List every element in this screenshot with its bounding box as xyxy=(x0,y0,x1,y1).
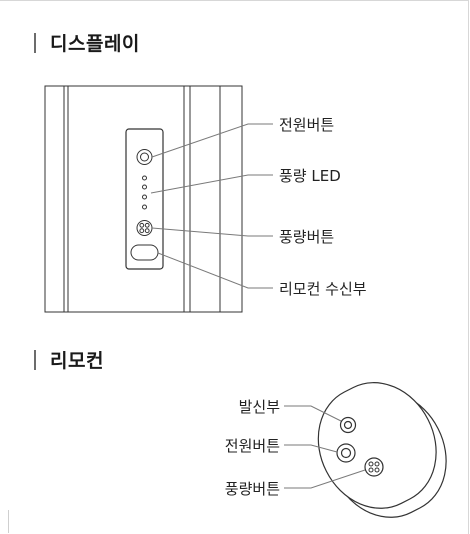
transmitter-icon xyxy=(339,416,357,434)
remote-power-button-icon xyxy=(336,443,356,463)
display-section-title: 디스플레이 xyxy=(34,29,140,56)
remote-title-text: 리모컨 xyxy=(50,350,104,372)
led-dot xyxy=(142,175,147,181)
label-remote-receiver: 리모컨 수신부 xyxy=(279,280,367,298)
remote-control xyxy=(317,382,447,518)
panel-outline xyxy=(44,85,243,313)
title-accent-bar xyxy=(34,349,36,370)
display-title-text: 디스플레이 xyxy=(50,33,140,55)
label-power-button: 전원버튼 xyxy=(279,116,335,134)
label-airflow-button: 풍량버튼 xyxy=(279,228,335,246)
leader-led xyxy=(150,174,273,194)
fan-icon xyxy=(139,222,150,234)
display-leader-lines xyxy=(150,123,273,289)
label-transmitter: 발신부 xyxy=(238,398,280,416)
remote-section-title: 리모컨 xyxy=(34,346,104,373)
remote-fan-icon xyxy=(368,461,380,473)
control-strip xyxy=(125,128,164,270)
airflow-button-icon xyxy=(136,220,153,236)
title-accent-bar xyxy=(34,32,36,53)
transmitter-inner xyxy=(343,420,353,430)
remote-body xyxy=(317,382,437,509)
leader-transmitter xyxy=(284,405,342,422)
leader-receiver xyxy=(157,252,273,289)
led-dot xyxy=(142,204,147,210)
label-remote-airflow-button: 풍량버튼 xyxy=(224,480,280,498)
leader-power xyxy=(151,123,273,158)
led-dot xyxy=(142,194,147,200)
remote-leader-lines xyxy=(284,405,366,489)
power-button-inner xyxy=(140,152,149,162)
remote-power-inner xyxy=(340,447,352,459)
led-dot xyxy=(142,184,147,190)
label-airflow-led: 풍량 LED xyxy=(279,167,341,185)
remote-airflow-button-icon xyxy=(364,457,384,477)
display-panel xyxy=(44,85,243,313)
leader-remote-power xyxy=(284,444,338,453)
leader-remote-airflow xyxy=(284,469,366,489)
leader-airflow xyxy=(151,227,273,237)
receiver-window xyxy=(130,244,159,261)
label-remote-power-button: 전원버튼 xyxy=(224,437,280,455)
divider xyxy=(8,510,9,533)
power-button-icon xyxy=(136,149,153,165)
